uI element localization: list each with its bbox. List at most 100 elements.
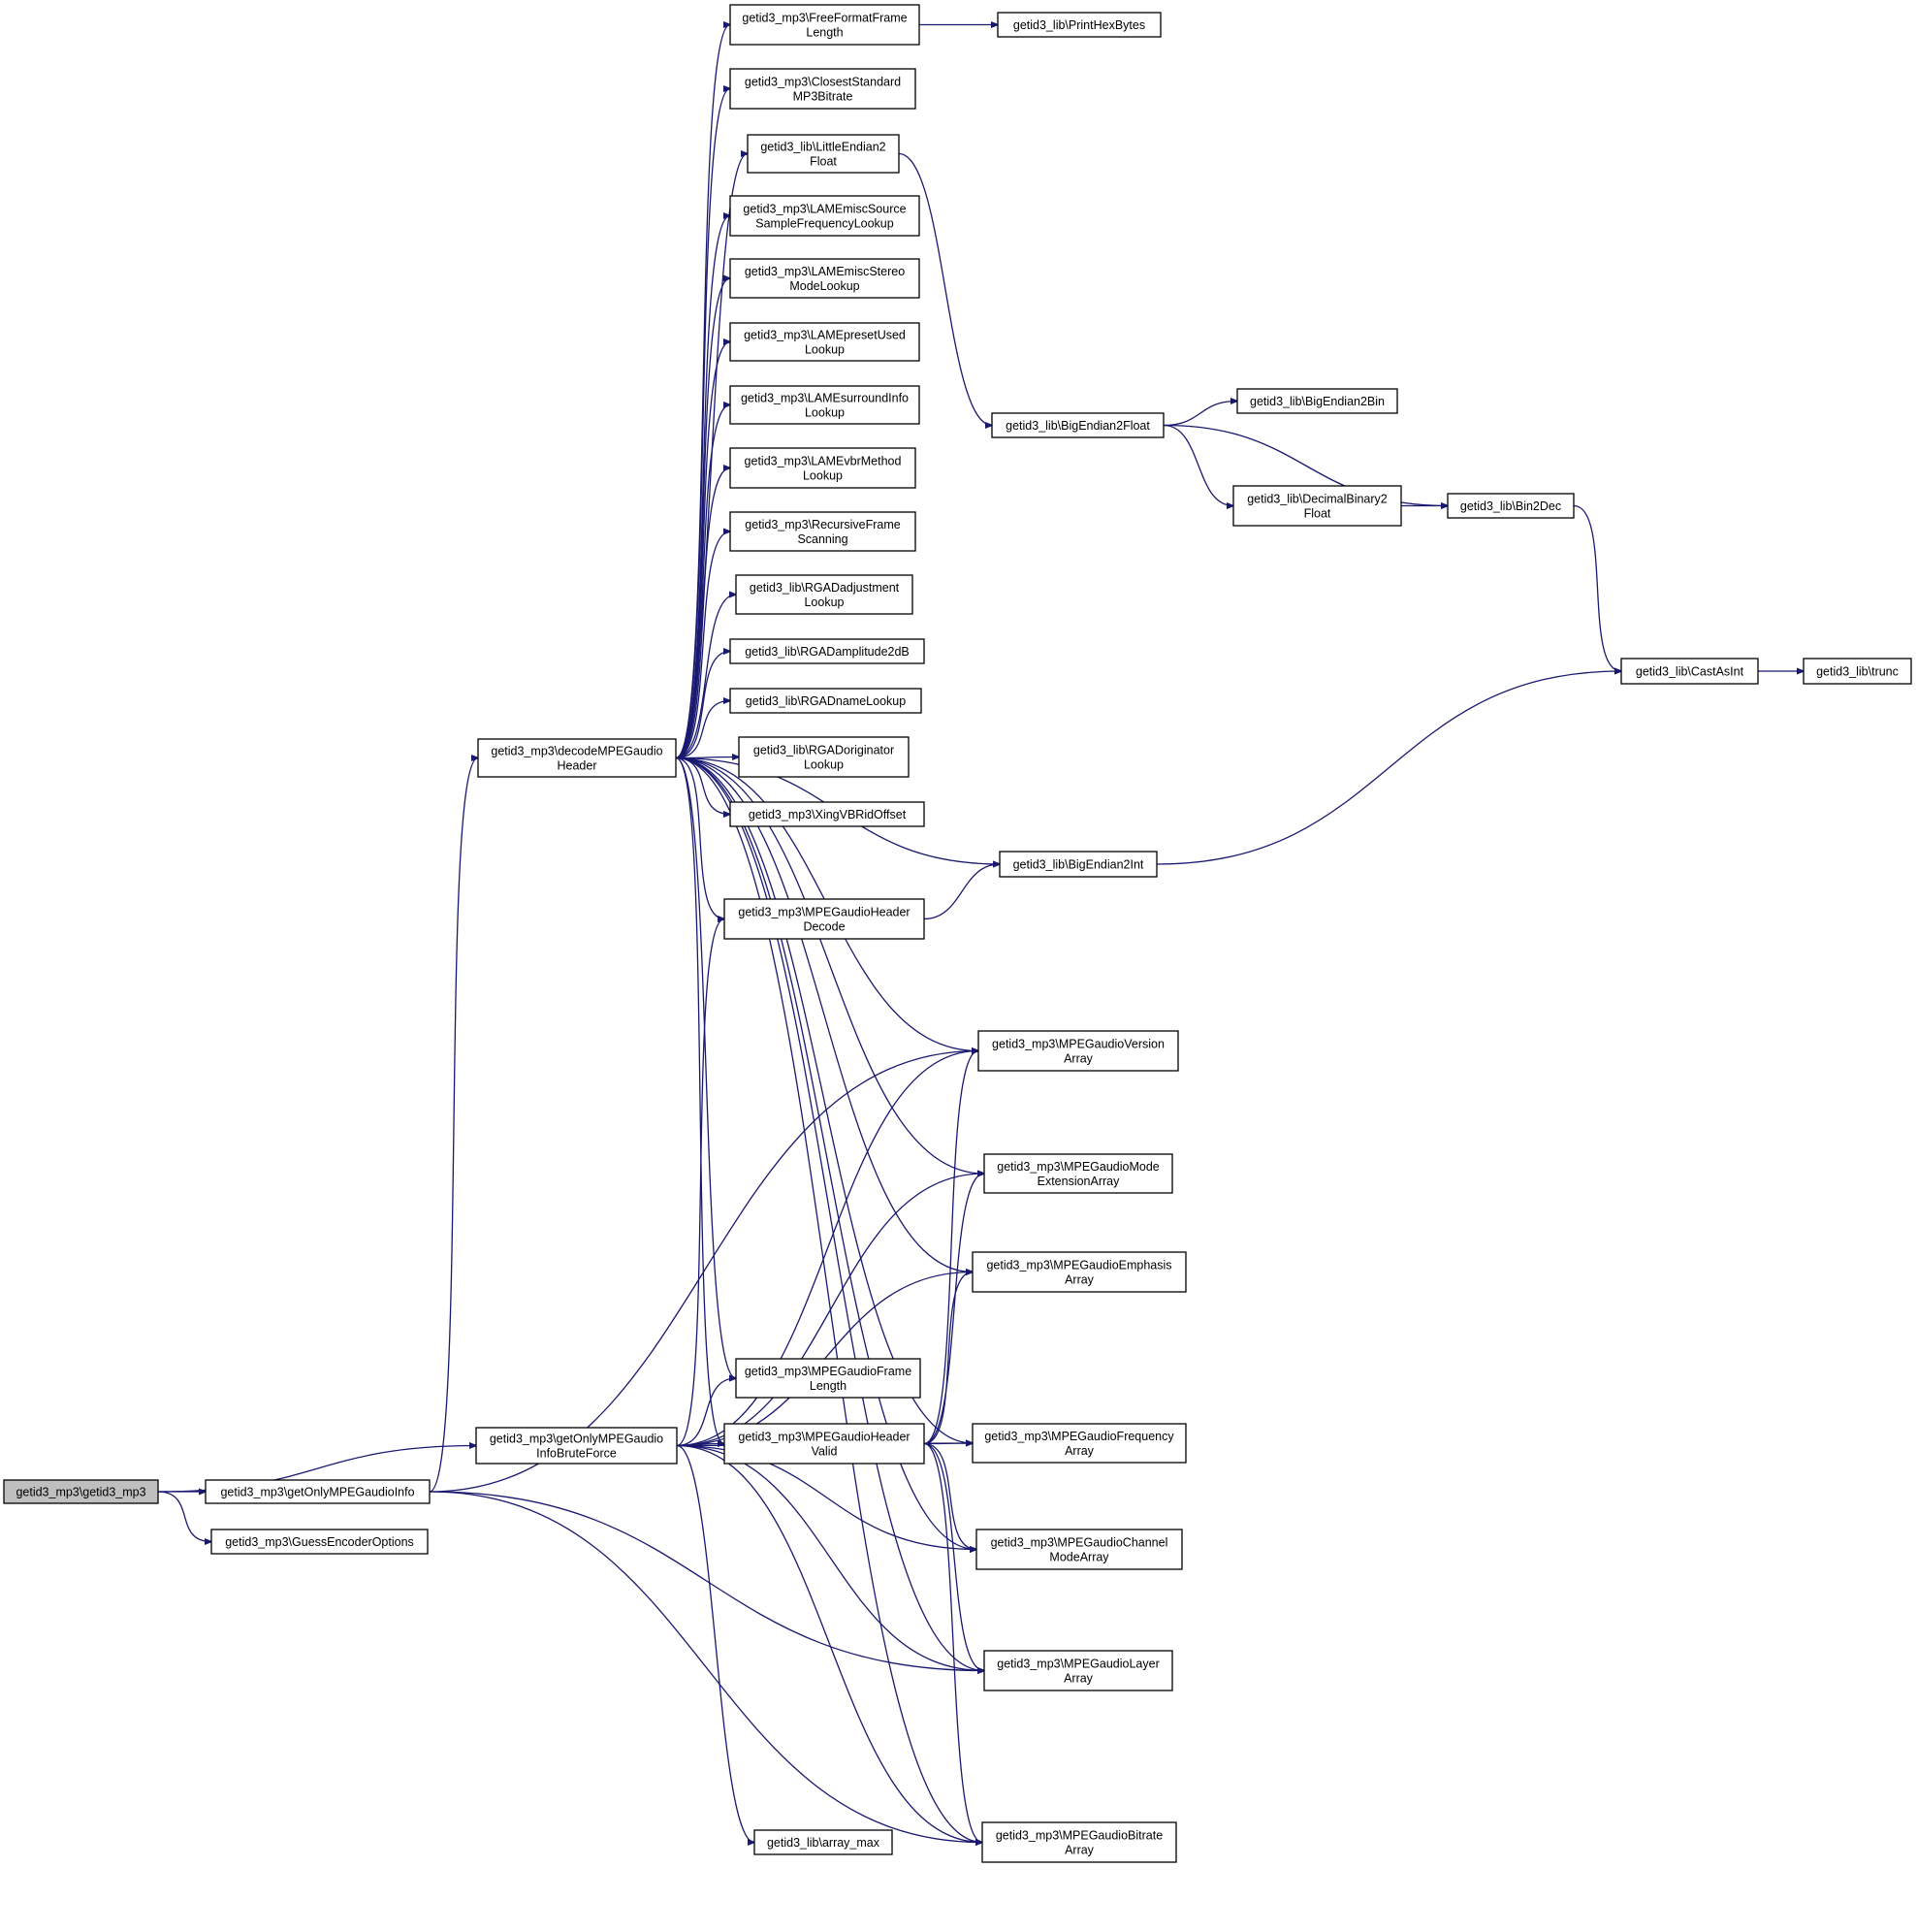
node-rgaamp[interactable]: getid3_lib\RGADamplitude2dB: [729, 638, 925, 664]
call-edge-decode-to-hdrdecode: [675, 757, 724, 919]
node-guess[interactable]: getid3_mp3\GuessEncoderOptions: [210, 1529, 429, 1555]
call-edge-getOnly-to-bitrate: [429, 1491, 982, 1843]
node-bigendian2bin[interactable]: getid3_lib\BigEndian2Bin: [1236, 388, 1398, 414]
call-edge-bigendian2int-to-castasint: [1156, 671, 1621, 865]
call-edge-decode-to-rgaadj: [675, 595, 736, 759]
node-box: [723, 898, 925, 940]
edge-path: [675, 342, 730, 759]
node-root[interactable]: getid3_mp3\getid3_mp3: [3, 1479, 159, 1504]
node-box: [972, 1423, 1187, 1464]
node-brute[interactable]: getid3_mp3\getOnlyMPEGaudioInfoBruteForc…: [475, 1427, 678, 1465]
edge-path: [675, 89, 730, 759]
node-label-line: Length: [810, 1379, 847, 1393]
node-label-line: Array: [1065, 1444, 1095, 1458]
node-label-line: getid3_lib\trunc: [1816, 665, 1899, 679]
node-rgadname[interactable]: getid3_lib\RGADnameLookup: [729, 688, 922, 714]
node-label-line: getid3_mp3\decodeMPEGaudio: [491, 745, 662, 758]
node-label-line: Header: [558, 759, 597, 773]
call-edge-bigendian2float-to-bigendian2bin: [1163, 402, 1237, 427]
call-edge-decode-to-layer: [675, 757, 984, 1671]
call-edge-hdrvalid-to-modeext: [923, 1174, 984, 1445]
node-lamesource[interactable]: getid3_mp3\LAMEmiscSourceSampleFrequency…: [729, 195, 920, 237]
node-label-line: getid3_lib\BigEndian2Bin: [1250, 395, 1385, 408]
call-edge-brute-to-layer: [676, 1444, 984, 1671]
node-trunc[interactable]: getid3_lib\trunc: [1803, 658, 1912, 685]
node-label-line: getid3_lib\array_max: [767, 1836, 880, 1850]
node-box: [729, 195, 920, 237]
node-box: [729, 801, 925, 827]
call-edge-decode-to-lamesource: [675, 216, 730, 759]
node-label-line: getid3_mp3\getOnlyMPEGaudioInfo: [220, 1486, 414, 1499]
node-label-line: getid3_mp3\MPEGaudioLayer: [997, 1658, 1159, 1671]
edge-path: [675, 757, 724, 1444]
node-box: [753, 1829, 893, 1855]
node-xing[interactable]: getid3_mp3\XingVBRidOffset: [729, 801, 925, 827]
call-edge-decode-to-lamestereo: [675, 278, 730, 759]
node-printhex[interactable]: getid3_lib\PrintHexBytes: [997, 12, 1162, 38]
node-getOnly[interactable]: getid3_mp3\getOnlyMPEGaudioInfo: [205, 1479, 431, 1504]
node-box: [735, 574, 913, 615]
node-box: [735, 1358, 921, 1399]
node-bin2dec[interactable]: getid3_lib\Bin2Dec: [1447, 493, 1575, 519]
edge-path: [923, 1442, 984, 1671]
edge-path: [1573, 504, 1621, 672]
edge-path: [676, 1444, 984, 1671]
node-label-line: getid3_mp3\LAMEvbrMethod: [745, 455, 902, 468]
node-label-line: Lookup: [805, 343, 845, 357]
node-label-line: getid3_mp3\MPEGaudioFrame: [745, 1365, 911, 1378]
node-box: [977, 1030, 1179, 1072]
node-box: [729, 511, 916, 552]
call-edge-root-to-guess: [157, 1491, 211, 1542]
node-label-line: getid3_mp3\LAMEmiscSource: [743, 203, 906, 216]
edge-path: [923, 1443, 973, 1444]
node-arraymax[interactable]: getid3_lib\array_max: [753, 1829, 893, 1855]
node-bigendian2int[interactable]: getid3_lib\BigEndian2Int: [999, 851, 1158, 878]
node-label-line: getid3_lib\LittleEndian2: [760, 141, 885, 154]
node-label-line: getid3_mp3\MPEGaudioBitrate: [996, 1829, 1163, 1843]
edge-path: [675, 757, 724, 919]
node-box: [729, 4, 920, 46]
call-edge-decode-to-hdrvalid: [675, 757, 724, 1444]
node-label-line: getid3_lib\DecimalBinary2: [1247, 493, 1388, 506]
node-label-line: Scanning: [797, 532, 847, 546]
node-bigendian2float[interactable]: getid3_lib\BigEndian2Float: [991, 412, 1165, 438]
call-edge-hdrdecode-to-bigendian2int: [923, 864, 1000, 920]
call-edge-decode-to-rgadname: [675, 701, 730, 759]
node-castasint[interactable]: getid3_lib\CastAsInt: [1620, 658, 1759, 685]
call-edge-hdrvalid-to-frequency: [923, 1443, 973, 1444]
node-box: [991, 412, 1165, 438]
node-label-line: getid3_lib\RGADnameLookup: [746, 694, 906, 708]
call-edge-decode-to-recursive: [675, 531, 730, 759]
call-edge-bin2dec-to-castasint: [1573, 504, 1621, 672]
node-label-line: getid3_mp3\LAMEsurroundInfo: [741, 392, 909, 405]
call-edge-hdrvalid-to-layer: [923, 1442, 984, 1671]
edge-path: [675, 405, 730, 759]
edge-path: [898, 152, 992, 426]
node-label-line: getid3_lib\RGADadjustment: [750, 581, 900, 595]
node-box: [205, 1479, 431, 1504]
node-label-line: getid3_mp3\ClosestStandard: [745, 76, 901, 89]
